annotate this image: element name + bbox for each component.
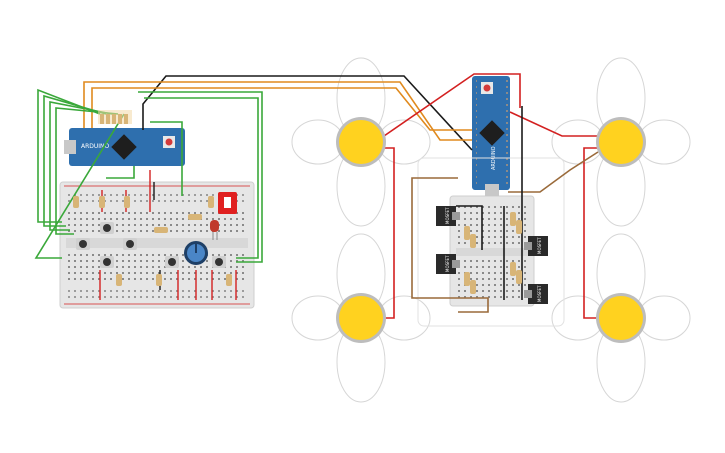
mosfet: MOSFET xyxy=(436,254,460,274)
left-arduino-logo: ARDUINO xyxy=(81,143,110,150)
left-breadboard xyxy=(59,181,255,309)
wires xyxy=(34,73,599,319)
svg-text:MOSFET: MOSFET xyxy=(537,237,542,254)
motor-hub-bottom-right xyxy=(596,293,646,343)
push-buttons xyxy=(76,222,226,268)
svg-text:MOSFET: MOSFET xyxy=(445,255,450,272)
left-arduino: ARDUINO xyxy=(64,128,185,166)
mosfet: MOSFET xyxy=(524,284,548,304)
push-button xyxy=(76,238,90,250)
breadboard-jumpers xyxy=(99,170,237,300)
potentiometer xyxy=(184,241,208,265)
led xyxy=(210,220,219,240)
resistors xyxy=(73,110,522,294)
slide-switch xyxy=(218,192,237,214)
motor-hub-top-left xyxy=(336,117,386,167)
push-button xyxy=(100,256,114,268)
motor-hub-top-right xyxy=(596,117,646,167)
push-button xyxy=(165,256,179,268)
push-button xyxy=(212,256,226,268)
push-button xyxy=(123,238,137,250)
svg-text:MOSFET: MOSFET xyxy=(537,285,542,302)
mosfet: MOSFET xyxy=(436,206,460,226)
right-arduino: ARDUINO xyxy=(472,76,510,196)
svg-text:MOSFET: MOSFET xyxy=(445,207,450,224)
motor-hub-bottom-left xyxy=(336,293,386,343)
mosfet: MOSFET xyxy=(524,236,548,256)
push-button xyxy=(100,222,114,234)
